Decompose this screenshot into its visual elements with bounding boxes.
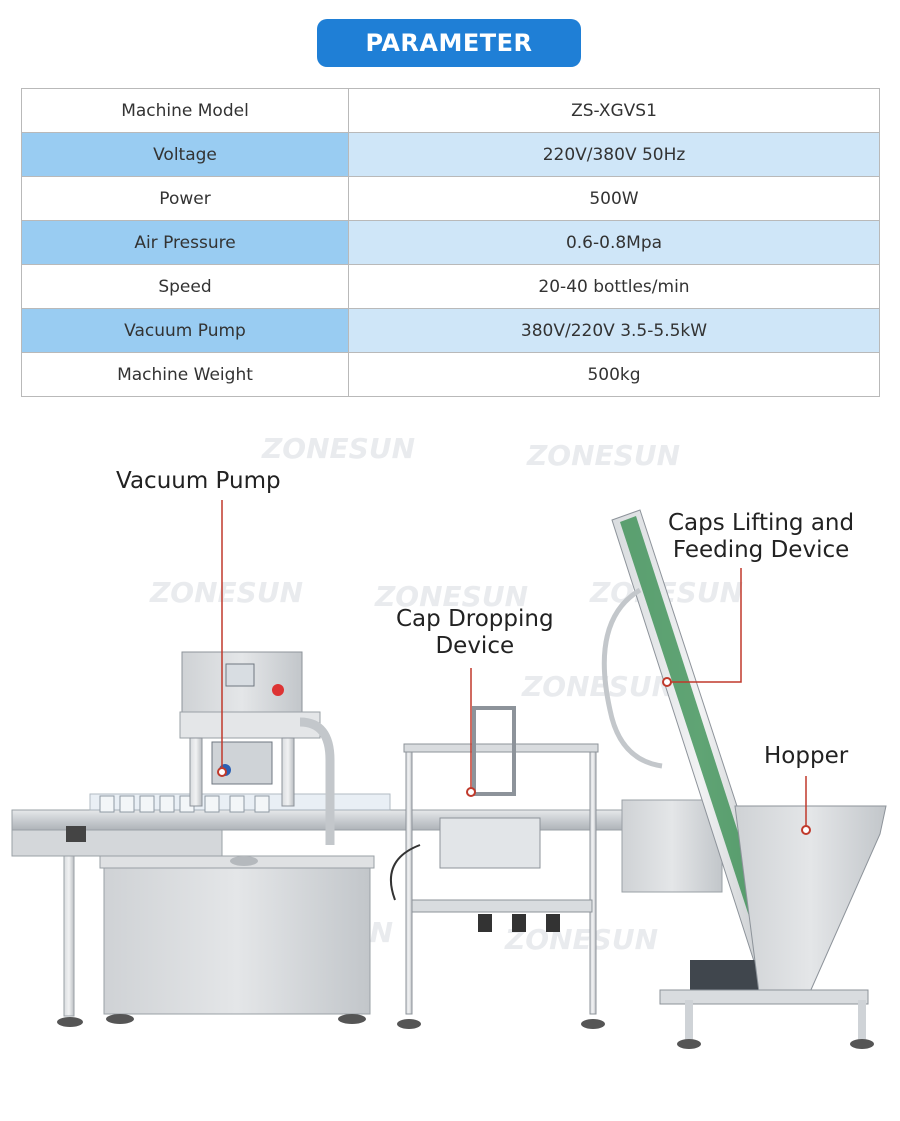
callout-text: Vacuum Pump	[116, 468, 281, 494]
bottles	[99, 795, 270, 813]
callout-lines	[221, 500, 742, 790]
param-label: Machine Model	[21, 88, 349, 133]
stop-button	[272, 684, 284, 696]
hopper-body	[734, 805, 887, 1001]
table-row: Machine Weight 500kg	[21, 352, 880, 397]
frame-crossbar	[411, 899, 593, 913]
callout-text: Device	[435, 633, 515, 659]
callout-text: Caps Lifting and	[668, 510, 855, 536]
callout-vacuum-pump: Vacuum Pump	[116, 468, 281, 495]
leveling-foot	[397, 1019, 421, 1029]
callout-hopper: Hopper	[764, 743, 848, 770]
touch-screen	[225, 663, 255, 687]
param-value: ZS-XGVS1	[348, 88, 880, 133]
param-value: 380V/220V 3.5-5.5kW	[348, 308, 880, 353]
marker-dot	[217, 767, 227, 777]
leveling-foot	[850, 1039, 874, 1049]
marker-dot	[801, 825, 811, 835]
parameter-table: Machine Model ZS-XGVS1 Voltage 220V/380V…	[21, 88, 880, 397]
control-switch	[478, 914, 492, 932]
head-column	[189, 737, 203, 807]
control-switch	[546, 914, 560, 932]
frame-post	[589, 745, 597, 1015]
right-cabinet	[621, 799, 723, 893]
param-label: Vacuum Pump	[21, 308, 349, 353]
table-row: Machine Model ZS-XGVS1	[21, 88, 880, 133]
table-row: Voltage 220V/380V 50Hz	[21, 132, 880, 177]
cap-feed-chute	[601, 587, 663, 769]
machine-illustration: ZONESUN ZONESUN ZONESUN ZONESUN ZONESUN …	[11, 432, 887, 1049]
watermark-text: ZONESUN	[374, 580, 528, 613]
watermark-text: ZONESUN	[261, 432, 415, 465]
callout-markers	[217, 677, 811, 835]
leveling-foot	[677, 1039, 701, 1049]
callout-text: Hopper	[764, 743, 849, 769]
param-label: Machine Weight	[21, 352, 349, 397]
param-value: 220V/380V 50Hz	[348, 132, 880, 177]
conveyor-frame	[11, 829, 223, 857]
page-title: PARAMETER	[317, 19, 581, 67]
leveling-foot	[106, 1014, 134, 1024]
cable	[390, 844, 421, 901]
watermark-text: ZONESUN	[504, 923, 658, 956]
cabinet-fitting	[230, 856, 258, 866]
watermark-text: ZONESUN	[526, 439, 680, 472]
param-label: Speed	[21, 264, 349, 309]
marker-dot	[662, 677, 672, 687]
table-row: Vacuum Pump 380V/220V 3.5-5.5kW	[21, 308, 880, 353]
table-row: Power 500W	[21, 176, 880, 221]
param-value: 0.6-0.8Mpa	[348, 220, 880, 265]
hopper-base	[659, 989, 869, 1005]
conveyor-motor	[66, 826, 86, 842]
conveyor-belt	[11, 809, 718, 831]
param-label: Voltage	[21, 132, 349, 177]
vacuum-cabinet	[103, 865, 371, 1015]
leveling-foot	[338, 1014, 366, 1024]
frame-top	[403, 743, 599, 753]
conveyor-leg	[63, 855, 75, 1017]
param-value: 500W	[348, 176, 880, 221]
frame-post	[405, 745, 413, 1015]
param-value: 20-40 bottles/min	[348, 264, 880, 309]
elevator-belt	[620, 516, 778, 962]
marker-dot	[466, 787, 476, 797]
callout-caps-lifting: Caps Lifting and Feeding Device	[668, 510, 854, 564]
table-row: Air Pressure 0.6-0.8Mpa	[21, 220, 880, 265]
callout-text: Feeding Device	[672, 537, 850, 563]
param-value: 500kg	[348, 352, 880, 397]
hopper-leg	[858, 1000, 866, 1040]
leveling-foot	[581, 1019, 605, 1029]
vacuum-pump-head	[211, 741, 273, 785]
control-switch	[512, 914, 526, 932]
callout-text: Cap Dropping	[396, 606, 554, 632]
head-housing	[179, 711, 321, 739]
capping-chute	[439, 817, 541, 869]
callout-cap-dropping: Cap Dropping Device	[396, 606, 554, 660]
param-label: Power	[21, 176, 349, 221]
watermark-text: ZONESUN	[521, 670, 675, 703]
param-label: Air Pressure	[21, 220, 349, 265]
vacuum-pipe	[299, 717, 335, 845]
table-row: Speed 20-40 bottles/min	[21, 264, 880, 309]
watermark-text: ZONESUN	[149, 576, 303, 609]
cap-drop-guide	[472, 706, 516, 796]
head-column	[281, 737, 295, 807]
hopper-leg	[685, 1000, 693, 1040]
leveling-foot	[57, 1017, 83, 1027]
